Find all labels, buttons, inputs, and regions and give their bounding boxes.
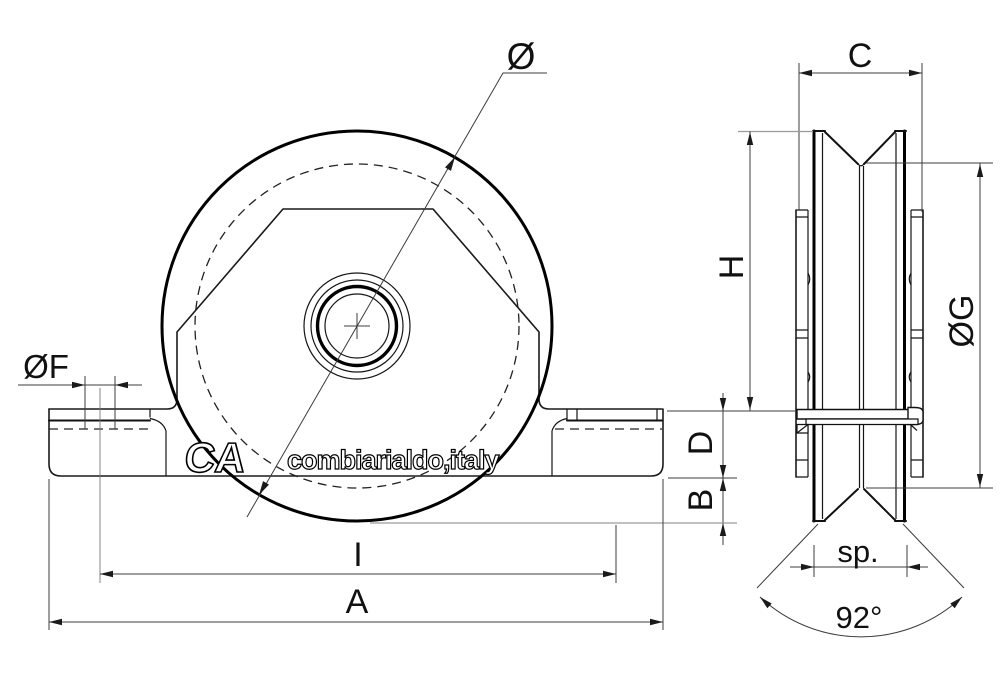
dimension-labels: Ø ØF D B I A C H ØG sp. 92° — [23, 36, 981, 635]
a-dimension — [48, 479, 664, 630]
i-dimension — [100, 525, 617, 583]
label-hole-diameter: ØF — [23, 348, 69, 385]
diameter-leader — [246, 72, 547, 518]
label-overall-thickness: C — [848, 37, 873, 75]
label-wheel-protrusion: B — [682, 489, 720, 512]
side-view-dimensions — [738, 63, 993, 638]
angle-flank-lines — [756, 523, 965, 589]
base-plate — [48, 408, 664, 477]
label-support-depth: D — [682, 431, 720, 456]
groove-bottom-dashed-circle — [194, 163, 520, 489]
label-height: H — [713, 255, 751, 280]
logo-text: combiarialdo,italy — [287, 445, 500, 475]
dimension-arrows — [49, 69, 984, 626]
label-hole-spacing: I — [353, 536, 362, 574]
label-wheel-diameter: Ø — [507, 36, 536, 77]
right-support-plate — [908, 209, 924, 478]
bolt-band-lower — [805, 418, 919, 426]
label-groove-diameter: ØG — [943, 295, 981, 348]
logo-monogram: CA — [182, 434, 248, 481]
side-view — [795, 129, 924, 523]
label-wheel-thickness: sp. — [837, 534, 878, 569]
groovedia-dimension — [866, 162, 993, 489]
manufacturer-logo: CA combiarialdo,italy — [182, 433, 502, 481]
front-view-dimensions — [18, 72, 795, 630]
hub-bearing — [303, 272, 411, 380]
front-view — [48, 129, 664, 523]
c-dimension — [798, 63, 923, 212]
label-overall-width: A — [346, 583, 369, 621]
left-support-plate — [795, 209, 811, 478]
bracket-plate-outline — [48, 208, 663, 410]
right-bend — [551, 417, 568, 476]
right-slot-edges — [566, 409, 658, 421]
wheel-side-profile — [812, 129, 907, 523]
wheel-outer-circle — [160, 129, 554, 523]
bolt-band — [796, 408, 914, 420]
angle-arc — [759, 596, 963, 638]
axle-bolt — [796, 406, 924, 434]
label-groove-angle: 92° — [836, 600, 883, 635]
left-bend — [149, 417, 167, 476]
